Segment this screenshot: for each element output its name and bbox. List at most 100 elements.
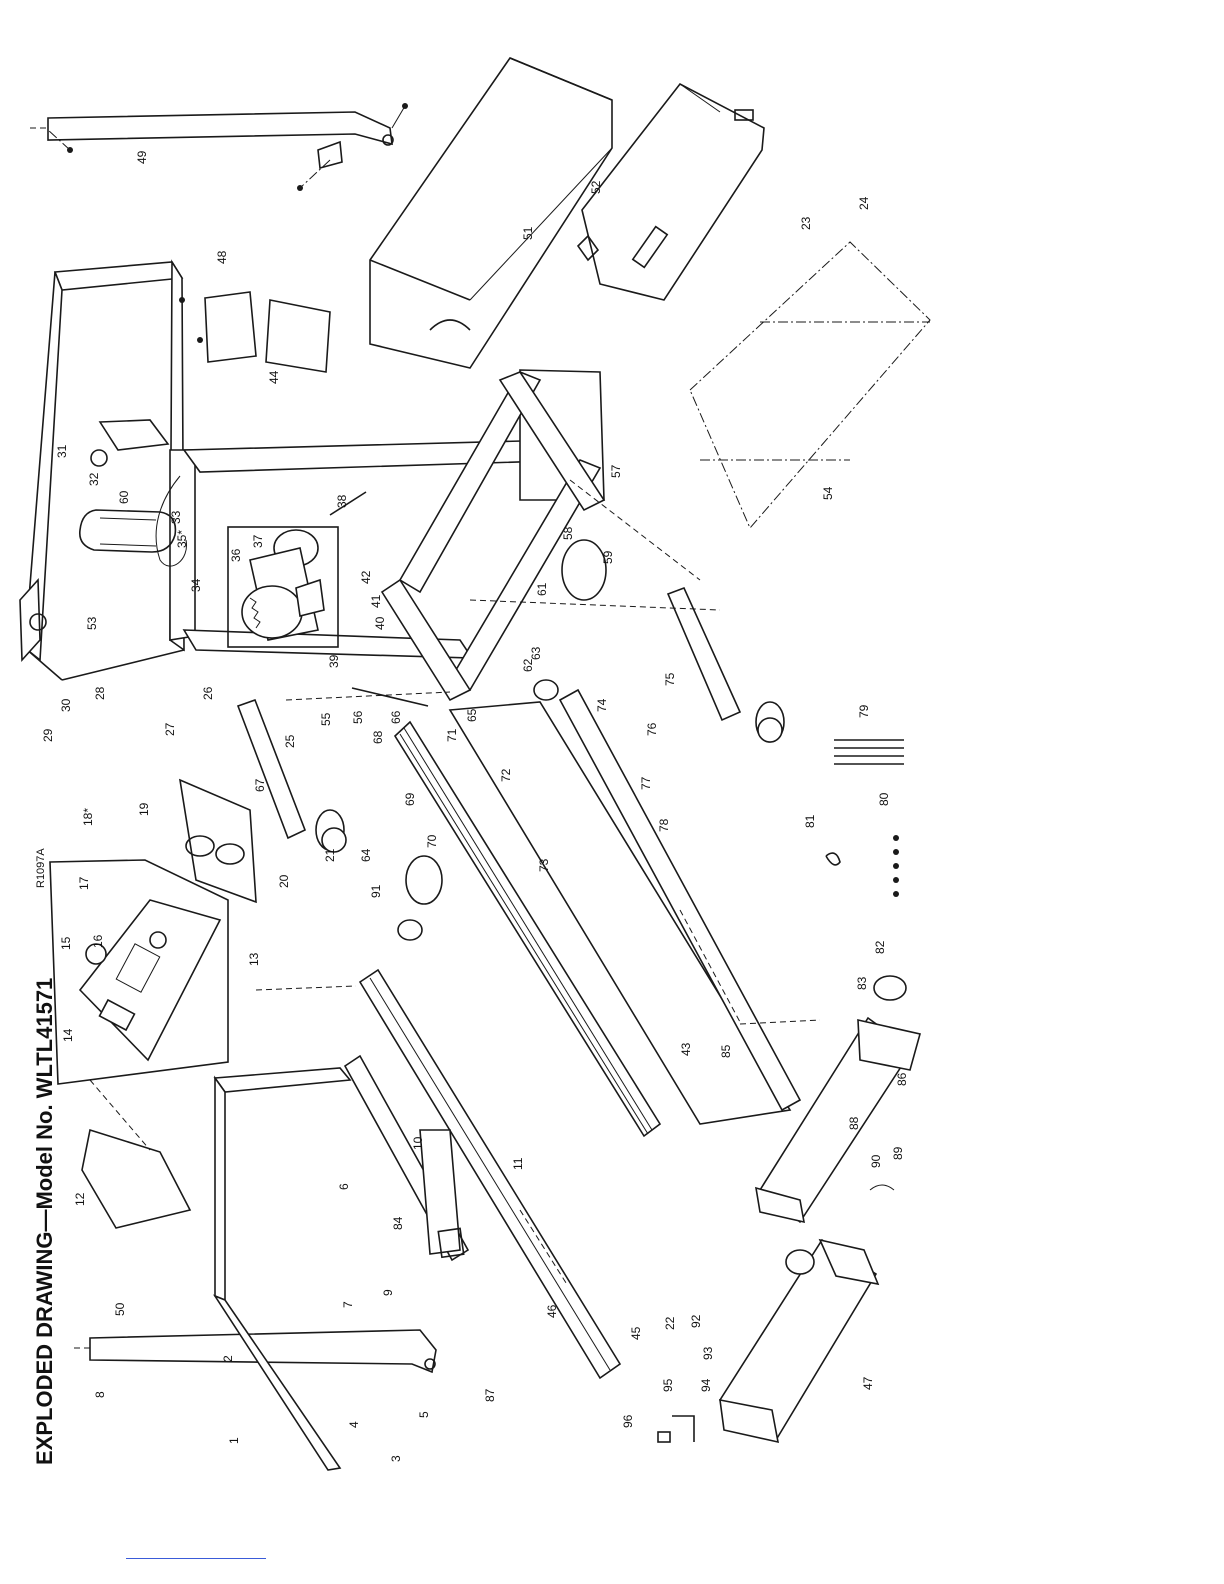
part-label: 32 xyxy=(87,472,101,486)
part-label: 2 xyxy=(221,1355,235,1362)
part-label: 47 xyxy=(861,1376,875,1390)
walking-deck xyxy=(393,688,802,1138)
console-cover xyxy=(178,778,257,904)
upright-tube-left xyxy=(30,111,394,146)
part-label: 13 xyxy=(247,952,261,966)
part-label: 77 xyxy=(639,776,653,790)
part-label: 48 xyxy=(215,250,229,264)
part-label: 37 xyxy=(251,534,265,548)
base-pan xyxy=(689,241,931,529)
motor-assembly xyxy=(227,526,339,648)
part-label: 42 xyxy=(359,570,373,584)
part-label: 68 xyxy=(371,730,385,744)
part-label: 54 xyxy=(821,486,835,500)
part-label: 16 xyxy=(91,934,105,948)
part-label: 55 xyxy=(319,712,333,726)
part-label: 89 xyxy=(891,1146,905,1160)
end-cap-top xyxy=(19,419,170,663)
footer-link[interactable] xyxy=(126,1558,266,1559)
part-label: 40 xyxy=(373,616,387,630)
part-label: 29 xyxy=(41,728,55,742)
part-label: 74 xyxy=(595,698,609,712)
drawing-title: EXPLODED DRAWING—Model No. WLTL41571 xyxy=(32,978,57,1465)
part-label: 59 xyxy=(601,550,615,564)
part-label: 27 xyxy=(163,722,177,736)
part-label: 24 xyxy=(857,196,871,210)
part-label: 82 xyxy=(873,940,887,954)
part-label: 45 xyxy=(629,1326,643,1340)
part-label: 23 xyxy=(799,216,813,230)
part-label: 88 xyxy=(847,1116,861,1130)
part-label: 25 xyxy=(283,734,297,748)
wire-harness xyxy=(155,475,187,567)
part-label: 6 xyxy=(337,1183,351,1190)
bracket-9-top xyxy=(47,103,408,191)
part-label: 30 xyxy=(59,698,73,712)
part-label: 53 xyxy=(85,616,99,630)
part-label: 67 xyxy=(253,778,267,792)
isolator-ring xyxy=(561,539,607,601)
part-label: 34 xyxy=(189,578,203,592)
console-tray xyxy=(81,1128,192,1229)
hardware-81 xyxy=(825,852,841,866)
part-label: 60 xyxy=(117,490,131,504)
part-label: 78 xyxy=(657,818,671,832)
part-label: 85 xyxy=(719,1044,733,1058)
part-label: 95 xyxy=(661,1378,675,1392)
part-label: 43 xyxy=(679,1042,693,1056)
part-label: 14 xyxy=(61,1028,75,1042)
part-label: 1 xyxy=(227,1437,241,1444)
motor-shroud xyxy=(576,82,765,301)
part-label: 44 xyxy=(267,370,281,384)
part-label: 70 xyxy=(425,834,439,848)
part-label: 65 xyxy=(465,708,479,722)
part-label: 66 xyxy=(389,710,403,724)
part-label: 91 xyxy=(369,884,383,898)
part-label: 56 xyxy=(351,710,365,724)
drive-roller-pulley xyxy=(397,679,559,941)
part-label: 61 xyxy=(535,582,549,596)
part-label: 39 xyxy=(327,654,341,668)
part-label: 15 xyxy=(59,936,73,950)
part-label: 81 xyxy=(803,814,817,828)
shock-absorber xyxy=(351,687,429,707)
part-label: 41 xyxy=(369,594,383,608)
control-board xyxy=(179,291,331,373)
part-label: 10 xyxy=(411,1136,425,1150)
bolts-79 xyxy=(834,739,904,765)
part-label: 96 xyxy=(621,1414,635,1428)
part-label: 69 xyxy=(403,792,417,806)
part-label: 86 xyxy=(895,1072,909,1086)
part-label: 90 xyxy=(869,1154,883,1168)
part-label: 94 xyxy=(699,1378,713,1392)
part-label: 75 xyxy=(663,672,677,686)
part-label: 26 xyxy=(201,686,215,700)
drawing-code: R1097A xyxy=(35,848,47,888)
hardware-80 xyxy=(893,835,899,897)
part-label: 49 xyxy=(135,150,149,164)
key-96 xyxy=(657,1431,671,1443)
upright-tube-right xyxy=(74,1329,437,1374)
part-label: 64 xyxy=(359,848,373,862)
part-label: 20 xyxy=(277,874,291,888)
part-label: 52 xyxy=(589,180,603,194)
front-end-cap xyxy=(718,1238,880,1444)
part-label: 35* xyxy=(175,530,189,548)
part-label: 83 xyxy=(855,976,869,990)
drive-belt xyxy=(78,509,177,553)
rod-38 xyxy=(329,491,367,516)
wheels xyxy=(321,717,907,1275)
part-label: 93 xyxy=(701,1346,715,1360)
part-label: 80 xyxy=(877,792,891,806)
part-label: 51 xyxy=(521,226,535,240)
part-label: 38 xyxy=(335,494,349,508)
part-label: 28 xyxy=(93,686,107,700)
main-frame xyxy=(380,370,606,702)
part-label: 21 xyxy=(323,848,337,862)
console-panel xyxy=(49,859,229,1085)
part-label: 71 xyxy=(445,728,459,742)
part-label: 50 xyxy=(113,1302,127,1316)
